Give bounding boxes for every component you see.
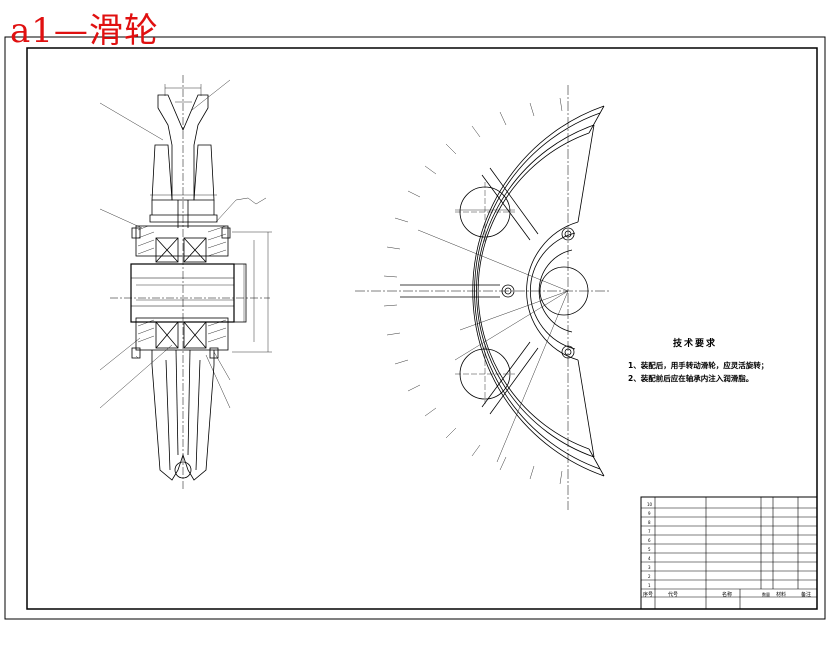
svg-text:9: 9 (648, 511, 651, 516)
svg-text:数量: 数量 (762, 591, 770, 597)
svg-text:1: 1 (648, 583, 651, 588)
svg-text:3: 3 (648, 565, 651, 570)
bom-text: 10 9 8 7 6 5 4 3 2 1 序号 代号 名称 数量 材料 备注 (643, 502, 811, 598)
tech-req-heading: 技术要求 (673, 339, 718, 349)
drawing-title: a1—滑轮 (10, 11, 159, 51)
outer-border (4, 36, 826, 620)
svg-text:4: 4 (648, 556, 651, 561)
svg-text:代号: 代号 (668, 591, 678, 598)
svg-text:10: 10 (647, 502, 653, 507)
svg-text:2: 2 (648, 574, 651, 579)
front-view (355, 85, 610, 510)
tech-req-item-2: 2、装配前后应在轴承内注入润滑脂。 (628, 374, 754, 383)
svg-text:7: 7 (648, 529, 651, 534)
svg-text:8: 8 (648, 520, 651, 525)
svg-text:6: 6 (648, 538, 651, 543)
svg-text:序号: 序号 (643, 591, 653, 598)
svg-text:5: 5 (648, 547, 651, 552)
tech-req-item-1: 1、装配后，用手转动滑轮，应灵活旋转； (628, 361, 769, 370)
svg-text:材料: 材料 (776, 591, 786, 598)
section-view (99, 75, 272, 490)
inner-frame (26, 47, 818, 610)
svg-text:名称: 名称 (722, 591, 732, 598)
title-block (640, 496, 818, 610)
svg-text:备注: 备注 (801, 591, 811, 598)
